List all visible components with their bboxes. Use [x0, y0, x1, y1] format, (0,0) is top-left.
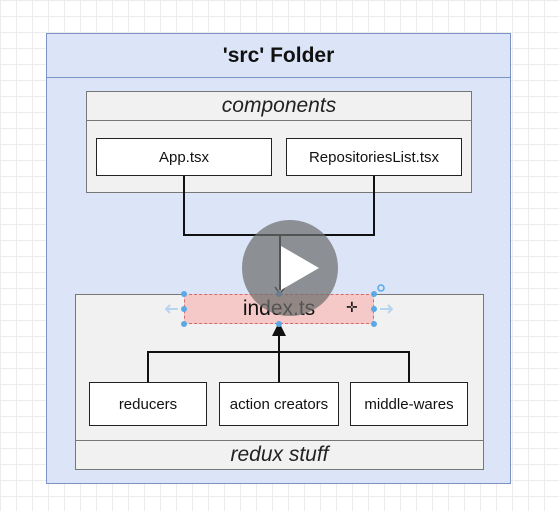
node-app-tsx[interactable]: App.tsx — [96, 138, 272, 176]
arrow-right-icon — [380, 304, 394, 314]
src-folder-title: 'src' Folder — [46, 33, 511, 78]
selection-handle-right[interactable] — [371, 306, 377, 312]
move-cursor-icon: ✛ — [346, 299, 358, 315]
selection-handle-bottom-right[interactable] — [371, 321, 377, 327]
play-icon — [281, 246, 319, 290]
components-group-title: components — [86, 91, 472, 121]
node-middle-wares[interactable]: middle-wares — [350, 382, 468, 426]
redux-group-title: redux stuff — [75, 440, 484, 470]
selection-handle-bottom-left[interactable] — [181, 321, 187, 327]
selection-handle-top-right[interactable] — [371, 291, 377, 297]
arrowhead-up — [272, 322, 286, 336]
selection-handle-left[interactable] — [181, 306, 187, 312]
node-repositories-list[interactable]: RepositoriesList.tsx — [286, 138, 462, 176]
arrow-left-icon — [164, 304, 178, 314]
node-reducers[interactable]: reducers — [89, 382, 207, 426]
selection-handle-top-left[interactable] — [181, 291, 187, 297]
rotate-handle-icon — [377, 284, 385, 292]
node-action-creators[interactable]: action creators — [219, 382, 339, 426]
selection-handle-bottom[interactable] — [276, 321, 282, 327]
